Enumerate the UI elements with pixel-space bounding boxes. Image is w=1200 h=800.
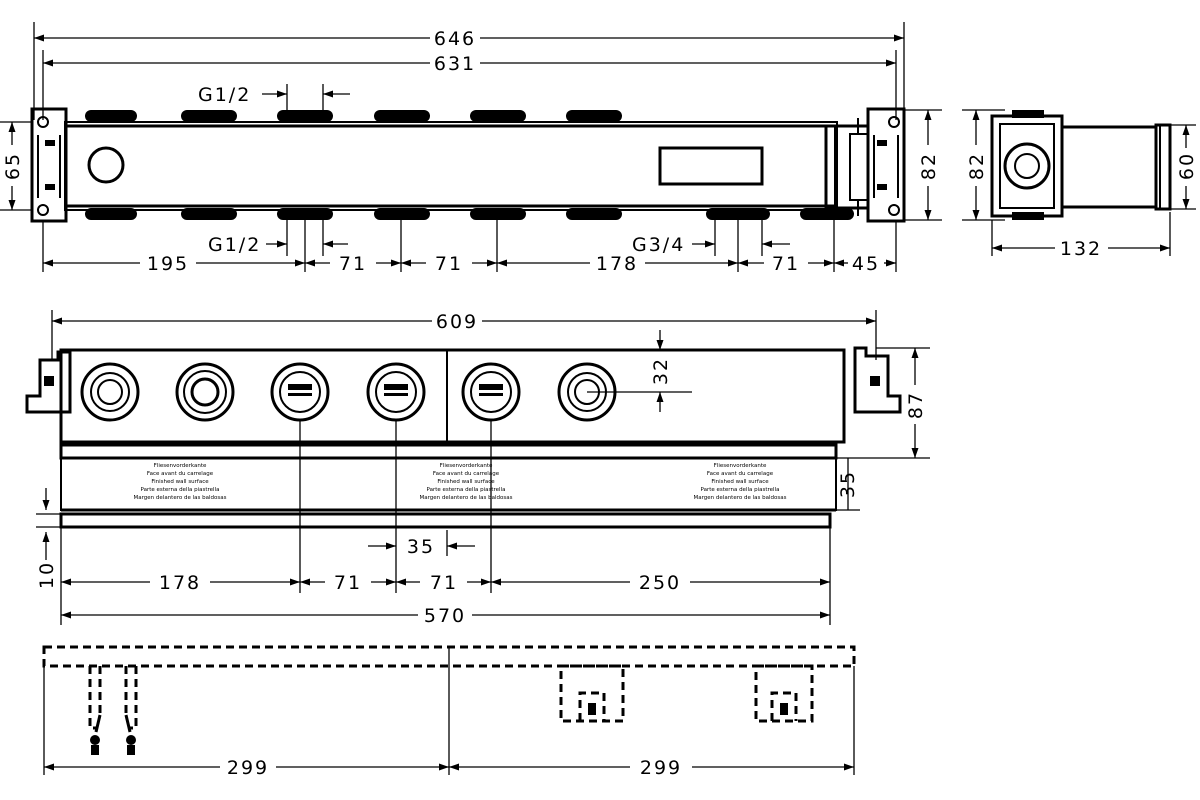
svg-text:Finished wall surface: Finished wall surface	[151, 479, 209, 485]
svg-text:Fliesenvorderkante: Fliesenvorderkante	[440, 463, 493, 469]
dim-thread-bottom: G1/2	[208, 218, 348, 256]
dim-609: 609	[436, 311, 478, 333]
svg-text:Finished wall surface: Finished wall surface	[711, 479, 769, 485]
dim-chain-front: 178 71 71 250	[61, 572, 830, 594]
svg-text:Parte esterna della piastrella: Parte esterna della piastrella	[141, 487, 220, 493]
dim-front-32: 32	[587, 330, 692, 412]
dim-height-left: 65	[0, 121, 32, 211]
valve-body-front	[59, 348, 846, 444]
dim-631: 631	[434, 53, 476, 75]
thread-top-label: G1/2	[198, 84, 251, 106]
dim-570: 570	[424, 605, 466, 627]
side-port-icon	[1003, 142, 1051, 190]
dim-71-a: 71	[339, 253, 367, 275]
svg-text:Face avant du carrelage: Face avant du carrelage	[707, 471, 774, 477]
svg-text:Fliesenvorderkante: Fliesenvorderkante	[714, 463, 767, 469]
svg-text:Parte esterna della piastrella: Parte esterna della piastrella	[427, 487, 506, 493]
svg-text:Face avant du carrelage: Face avant du carrelage	[147, 471, 214, 477]
left-bracket	[30, 107, 68, 223]
right-bracket	[866, 107, 906, 223]
svg-text:Margen delantero de las baldos: Margen delantero de las baldosas	[134, 495, 227, 501]
lower-strip	[59, 512, 832, 529]
valve-body-top	[64, 121, 838, 211]
front-left-bracket	[25, 350, 72, 414]
tile-label-block-1: Fliesenvorderkante Face avant du carrela…	[134, 463, 227, 501]
dim-71-c: 71	[772, 253, 800, 275]
thread-bottom-label: G1/2	[208, 234, 261, 256]
svg-text:Parte esterna della piastrella: Parte esterna della piastrella	[701, 487, 780, 493]
rail-view: 299 299	[42, 645, 856, 779]
display-window	[658, 146, 764, 186]
knob-icon	[87, 146, 125, 184]
dim-front-178: 178	[159, 572, 201, 594]
right-housing	[824, 118, 870, 216]
svg-text:Finished wall surface: Finished wall surface	[437, 479, 495, 485]
dim-height-right: 82	[904, 109, 942, 221]
dim-rail-right: 299	[449, 757, 854, 779]
dim-side-132: 132	[1060, 238, 1102, 260]
front-right-bracket	[853, 346, 902, 414]
dim-87: 87	[905, 391, 927, 419]
front-port-4	[366, 362, 426, 422]
front-port-2	[175, 362, 235, 422]
dim-646: 646	[434, 28, 476, 50]
svg-text:Margen delantero de las baldos: Margen delantero de las baldosas	[420, 495, 513, 501]
dim-side-60: 60	[1176, 152, 1198, 180]
dim-side-82: 82	[966, 152, 988, 180]
dim-overall-length: 646	[34, 28, 904, 50]
front-port-5	[461, 362, 521, 422]
svg-text:Fliesenvorderkante: Fliesenvorderkante	[154, 463, 207, 469]
dim-71-b: 71	[435, 253, 463, 275]
dim-299-left: 299	[227, 757, 269, 779]
dim-299-right: 299	[640, 757, 682, 779]
dim-65: 65	[2, 152, 24, 180]
dim-35-right: 35	[837, 470, 859, 498]
front-view: 609	[25, 310, 930, 627]
dim-front-71-a: 71	[334, 572, 362, 594]
side-housing	[990, 114, 1064, 218]
top-view: 646 631 G1/2	[0, 22, 942, 275]
dim-178: 178	[596, 253, 638, 275]
svg-text:Face avant du carrelage: Face avant du carrelage	[433, 471, 500, 477]
dim-front-71-b: 71	[430, 572, 458, 594]
dim-chain-top-view: 195 71 71 178 71 45	[43, 253, 896, 275]
dim-front-87: 87	[825, 347, 930, 459]
side-view: 82 60 132	[962, 109, 1198, 260]
dim-front-10: 10	[36, 488, 61, 589]
thread-right-label: G3/4	[632, 234, 685, 256]
dim-body-length: 631	[43, 53, 896, 75]
dim-32: 32	[650, 357, 672, 385]
dim-front-35-center: 35	[368, 530, 475, 558]
front-port-1	[80, 362, 140, 422]
front-port-3	[270, 362, 330, 422]
dim-82: 82	[918, 152, 940, 180]
dim-front-570: 570	[61, 605, 830, 627]
dim-rail-left: 299	[44, 757, 449, 779]
dim-45: 45	[852, 253, 880, 275]
tile-label-block-3: Fliesenvorderkante Face avant du carrela…	[694, 463, 787, 501]
dim-front-35-right: 35	[836, 458, 860, 511]
top-port-bumps	[85, 110, 622, 122]
dim-thread-right: G3/4	[632, 218, 790, 256]
dim-195: 195	[147, 253, 189, 275]
rail-clip-center	[559, 664, 625, 723]
dim-10: 10	[36, 561, 58, 589]
rail-clip-right	[754, 664, 814, 723]
dim-front-250: 250	[639, 572, 681, 594]
dim-thread-top: G1/2	[198, 84, 350, 112]
dim-front-length: 609	[52, 311, 876, 333]
svg-text:Margen delantero de las baldos: Margen delantero de las baldosas	[694, 495, 787, 501]
rail-clip-left	[88, 666, 138, 755]
side-sleeve	[1060, 125, 1158, 209]
dim-35-center: 35	[407, 536, 435, 558]
tile-label-block-2: Fliesenvorderkante Face avant du carrela…	[420, 463, 513, 501]
